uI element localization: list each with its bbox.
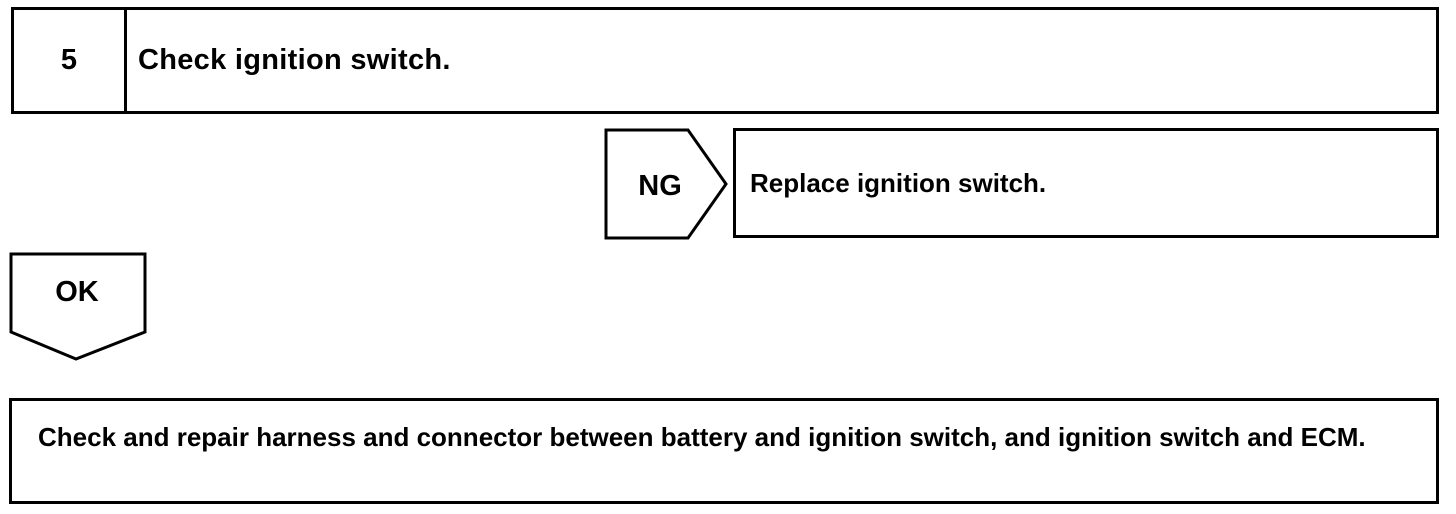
- ng-action-box: Replace ignition switch.: [733, 128, 1439, 238]
- step-box: 5 Check ignition switch.: [11, 7, 1439, 114]
- ng-label: NG: [638, 169, 682, 202]
- final-action-text: Check and repair harness and connector b…: [38, 422, 1366, 452]
- ok-arrow-shape: [9, 252, 147, 361]
- ng-action-text: Replace ignition switch.: [750, 167, 1047, 198]
- step-title: Check ignition switch.: [138, 44, 451, 76]
- ng-arrow-shape: [604, 128, 728, 240]
- step-number: 5: [14, 10, 127, 111]
- final-action-box: Check and repair harness and connector b…: [9, 398, 1439, 504]
- ok-label: OK: [55, 275, 99, 308]
